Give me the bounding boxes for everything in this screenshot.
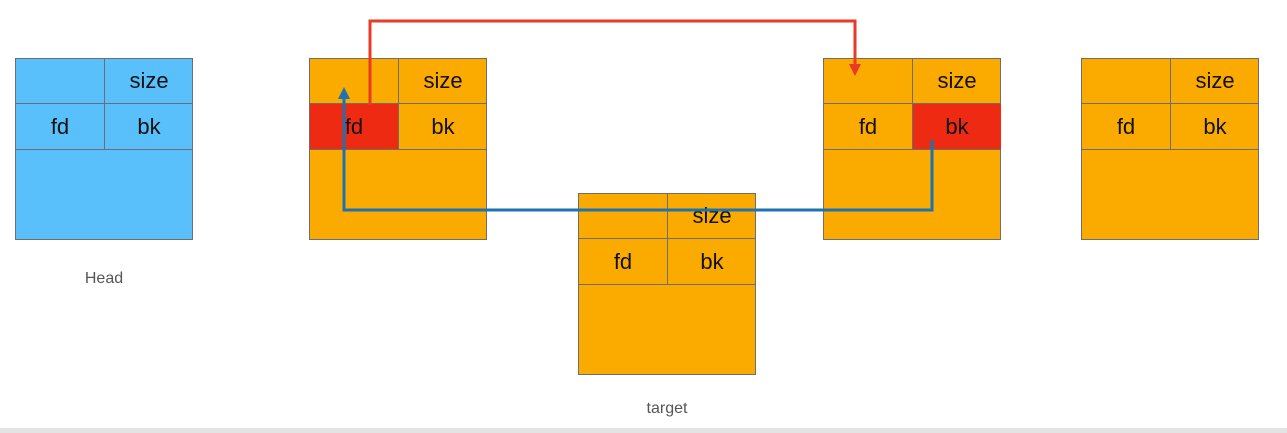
bottom-divider <box>0 428 1287 433</box>
target-chunk: size fd bk <box>578 193 756 375</box>
chunk-b: size fd bk <box>823 58 1001 240</box>
head-fd-cell: fd <box>16 104 105 150</box>
chunk-c-data-area <box>1082 150 1259 240</box>
head-prev-size-cell <box>16 59 105 104</box>
chunk-a-bk-cell: bk <box>399 104 487 150</box>
target-fd-cell: fd <box>579 239 668 285</box>
chunk-c-fd-cell: fd <box>1082 104 1171 150</box>
head-caption: Head <box>84 270 124 287</box>
head-data-area <box>16 150 193 240</box>
chunk-a-fd-cell: fd <box>310 104 399 150</box>
chunk-b-prev-size-cell <box>824 59 913 104</box>
chunk-b-data-area <box>824 150 1001 240</box>
chunk-a-prev-size-cell <box>310 59 399 104</box>
chunk-a-data-area <box>310 150 487 240</box>
chunk-c-prev-size-cell <box>1082 59 1171 104</box>
target-prev-size-cell <box>579 194 668 239</box>
target-bk-cell: bk <box>668 239 756 285</box>
chunk-b-size-cell: size <box>913 59 1001 104</box>
target-data-area <box>579 285 756 375</box>
chunk-b-bk-cell: bk <box>913 104 1001 150</box>
chunk-a: size fd bk <box>309 58 487 240</box>
head-chunk: size fd bk <box>15 58 193 240</box>
chunk-c: size fd bk <box>1081 58 1259 240</box>
chunk-a-size-cell: size <box>399 59 487 104</box>
chunk-c-bk-cell: bk <box>1171 104 1259 150</box>
chunk-b-fd-cell: fd <box>824 104 913 150</box>
target-size-cell: size <box>668 194 756 239</box>
head-bk-cell: bk <box>105 104 193 150</box>
target-caption: target <box>646 400 688 417</box>
head-size-cell: size <box>105 59 193 104</box>
chunk-c-size-cell: size <box>1171 59 1259 104</box>
